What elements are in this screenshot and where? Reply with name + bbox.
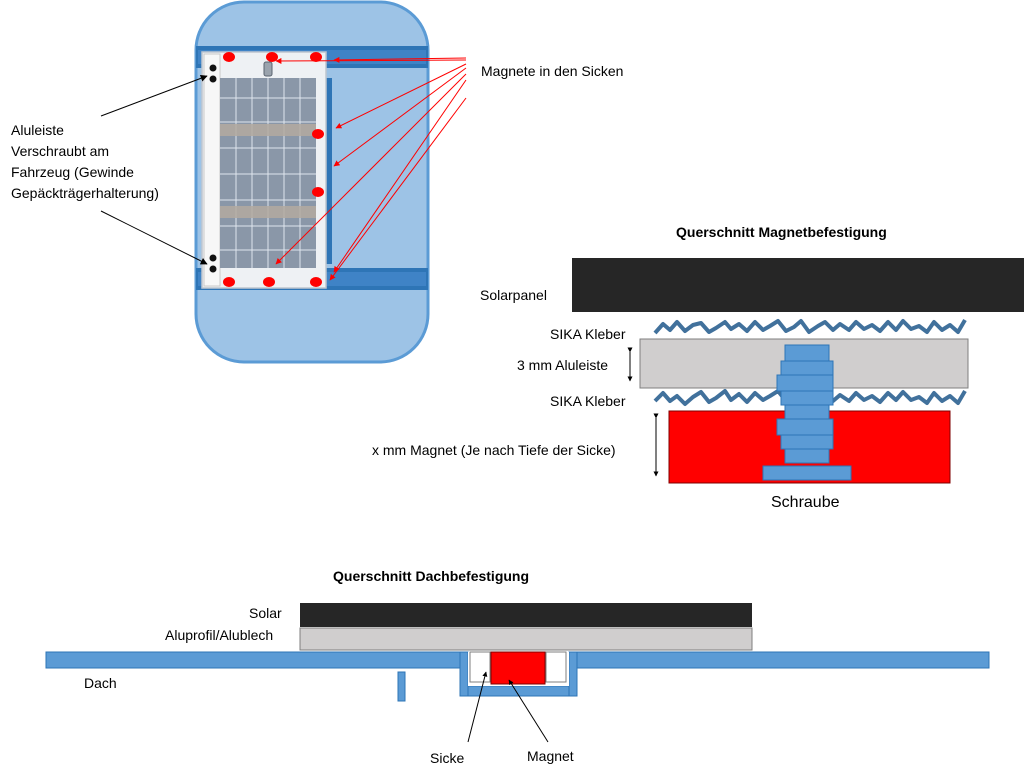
aluleiste-label: Aluleiste Verschraubt am Fahrzeug (Gewin… [11,122,159,201]
magnet-dot [223,277,235,287]
panel-cell-grid [220,78,316,268]
magnet-label: Magnet [527,748,574,764]
roof-sheet [45,651,990,702]
section-roof-title: Querschnitt Dachbefestigung [333,568,529,584]
alu-label-line2: Verschraubt am [11,143,109,159]
solarpanel-layer [572,258,1024,312]
magnet-size-label: x mm Magnet (Je nach Tiefe der Sicke) [372,442,616,458]
aluprofil-label: Aluprofil/Alublech [165,627,273,643]
magnet-dot [263,277,275,287]
section-magnet-title: Querschnitt Magnetbefestigung [676,224,887,240]
magnet-pointer [508,679,549,743]
roof-top-view [194,0,430,364]
sicke-label: Sicke [430,750,464,766]
magnet-dot [312,187,324,197]
solar-label: Solar [249,605,282,621]
dach-label: Dach [84,675,117,691]
magnet-dot [310,277,322,287]
alu-label-line1: Aluleiste [11,122,64,138]
alu-label-line3: Fahrzeug (Gewinde [11,164,134,180]
solarpanel-label: Solarpanel [480,287,547,303]
screw-dot [209,64,217,72]
roof-magnet [490,651,546,685]
magnet-dot [223,52,235,62]
junction-box [263,61,273,77]
sika-glue-top [653,318,967,335]
panel-band-2 [220,206,316,218]
magnet-pointer-lines [275,56,467,281]
screw-dot [209,75,217,83]
aluprofil-layer [299,627,753,651]
alu-pointer-bottom [100,210,208,265]
sicke-wall-right [545,651,567,683]
sika-top-label: SIKA Kleber [550,326,626,342]
screw [762,344,852,481]
aluleiste-label-text: 3 mm Aluleiste [517,357,608,373]
alu-pointer-top [100,74,208,117]
alu-strip-left [203,53,221,287]
screw-dot [209,265,217,273]
magnet-dot [266,52,278,62]
sicke-pointer [467,671,488,743]
solar-layer [300,603,752,627]
schraube-label: Schraube [771,494,840,511]
sika-bottom-label: SIKA Kleber [550,393,626,409]
panel-band-1 [220,124,316,136]
magnet-dot [310,52,322,62]
screw-dot [209,254,217,262]
magnets-label: Magnete in den Sicken [481,63,623,79]
magnet-dot [312,129,324,139]
sicke-wall-left [469,651,491,683]
alu-label-line4: Gepäckträgerhalterung) [11,185,159,201]
